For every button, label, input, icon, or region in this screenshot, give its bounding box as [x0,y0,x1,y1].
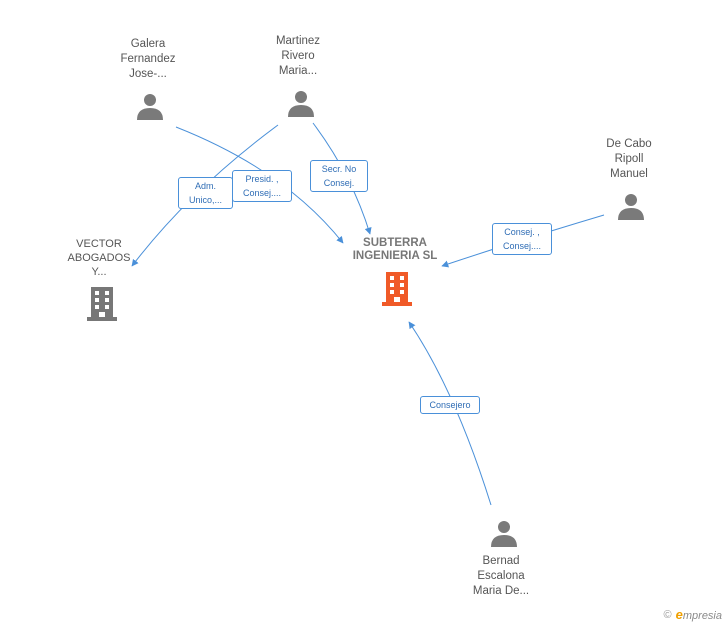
person-icon[interactable] [287,89,315,117]
person-icon[interactable] [617,192,645,220]
building-icon[interactable] [86,287,118,321]
person-icon[interactable] [490,519,518,547]
person-label-bernad[interactable]: Bernad Escalona Maria De... [472,555,530,597]
brand-watermark: © empresia [664,607,722,622]
role-box-consej[interactable]: Consej. , Consej.... [492,223,552,255]
role-box-presid[interactable]: Presid. , Consej.... [232,170,292,202]
role-box-consejero[interactable]: Consejero [420,396,480,414]
brand-logo: empresia [675,607,722,622]
main-company-label[interactable]: SUBTERRA INGENIERIA SL [352,237,438,262]
copyright-symbol: © [663,608,672,621]
role-box-adm[interactable]: Adm. Unico,... [178,177,233,209]
other-company-label[interactable]: VECTOR ABOGADOS Y... [67,238,131,278]
role-box-secr[interactable]: Secr. No Consej. [310,160,368,192]
building-icon[interactable] [381,272,413,306]
person-icon[interactable] [136,92,164,120]
person-label-martinez[interactable]: Martinez Rivero Maria... [275,35,321,77]
person-label-decabo[interactable]: De Cabo Ripoll Manuel [606,138,652,180]
person-label-galera[interactable]: Galera Fernandez Jose-... [120,38,176,80]
